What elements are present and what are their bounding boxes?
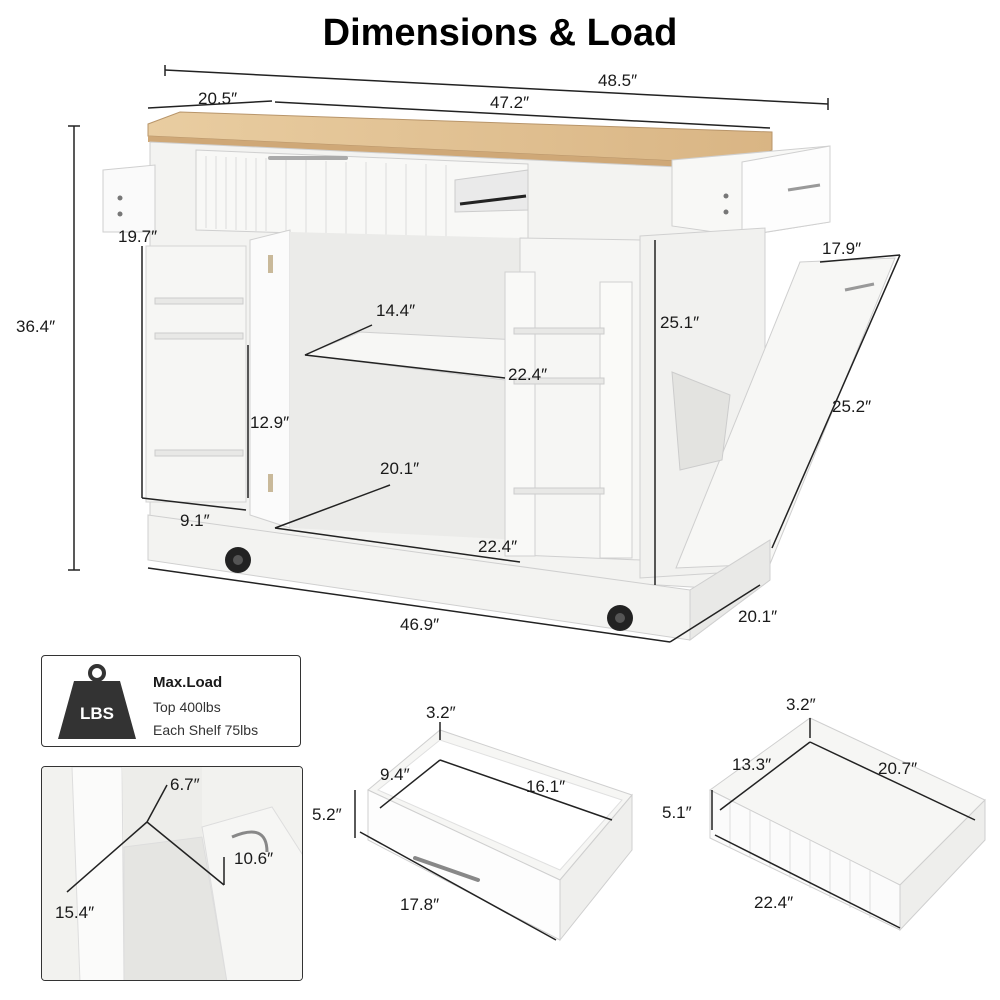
dim-drawer-left-height: 5.2″ (312, 805, 342, 824)
center-drawer (195, 149, 529, 241)
dim-bin-detail-height: 10.6″ (234, 849, 274, 868)
left-shelf-unit (145, 245, 247, 503)
dim-drawer-right-height: 5.1″ (662, 803, 692, 822)
dim-cabinet-depth: 20.1″ (380, 459, 420, 478)
bin-detail-illustration (42, 767, 302, 980)
dim-drawer-right-front-width: 22.4″ (754, 893, 794, 912)
max-load-title: Max.Load (153, 674, 223, 691)
top-load-value: Top 400lbs (153, 699, 221, 715)
dim-left-shelf-height: 19.7″ (118, 227, 158, 246)
dim-drawer-left-depth: 9.4″ (380, 765, 410, 784)
dim-cabinet-width: 22.4″ (478, 537, 518, 556)
tilt-out-bin (671, 257, 896, 569)
drawer-right-illustration (709, 717, 986, 932)
dim-drawer-left-wall: 3.2″ (426, 703, 456, 722)
dim-top-width: 47.2″ (490, 93, 530, 112)
dim-drawer-left-inner-width: 16.1″ (526, 777, 566, 796)
dim-drawer-left-front-width: 17.8″ (400, 895, 440, 914)
dim-cabinet-height: 25.1″ (660, 313, 700, 332)
dim-top-overall-width: 48.5″ (598, 71, 638, 90)
left-drawer (102, 164, 156, 233)
dim-shelf-spacing: 12.9″ (250, 413, 290, 432)
max-load-panel: LBS Max.Load Top 400lbs Each Shelf 75lbs (41, 655, 301, 747)
dim-inner-shelf-depth: 14.4″ (376, 301, 416, 320)
dim-left-shelf-width: 9.1″ (180, 511, 210, 530)
dim-base-width: 46.9″ (400, 615, 440, 634)
cabinet-interior (290, 232, 520, 540)
caster-wheels (225, 547, 633, 631)
dim-bin-width: 17.9″ (822, 239, 862, 258)
dim-drawer-right-inner-width: 20.7″ (878, 759, 918, 778)
bin-detail-panel (41, 766, 303, 981)
weight-icon (58, 664, 136, 739)
dim-inner-shelf-width: 22.4″ (508, 365, 548, 384)
drawer-left-illustration (354, 722, 633, 942)
shelf-load-value: Each Shelf 75lbs (153, 722, 259, 738)
dim-bin-height: 25.2″ (832, 397, 872, 416)
page-title: Dimensions & Load (322, 12, 678, 54)
right-drawer (671, 145, 831, 237)
dim-bin-detail-width: 15.4″ (55, 903, 95, 922)
weight-icon-label: LBS (80, 704, 114, 723)
dim-bin-top-depth: 6.7″ (170, 775, 200, 794)
dim-drawer-right-wall: 3.2″ (786, 695, 816, 714)
right-door-unit (504, 237, 641, 561)
dim-drawer-right-depth: 13.3″ (732, 755, 772, 774)
dim-base-depth: 20.1″ (738, 607, 778, 626)
dim-top-depth: 20.5″ (198, 89, 238, 108)
dim-overall-height: 36.4″ (16, 317, 56, 336)
